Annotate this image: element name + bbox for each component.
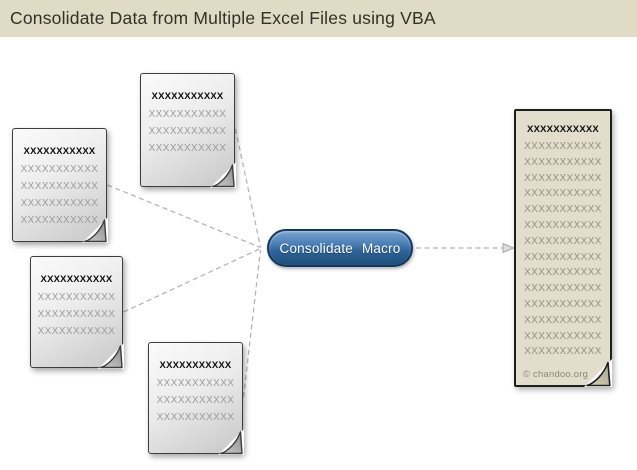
file-row: XXXXXXXXXXX <box>148 126 227 137</box>
page-title: Consolidate Data from Multiple Excel Fil… <box>10 8 436 28</box>
consolidate-macro-button[interactable]: Consolidate Macro <box>267 229 413 267</box>
folded-corner-icon <box>584 359 612 387</box>
file-row: XXXXXXXXXXX <box>20 181 99 192</box>
arrowhead-icon <box>502 242 515 254</box>
file-row: XXXXXXXXXXX <box>524 283 602 295</box>
file-row: XXXXXXXXXXX <box>524 172 602 184</box>
file-title: XXXXXXXXXXX <box>151 91 224 102</box>
file-row: XXXXXXXXXXX <box>37 292 116 303</box>
file-row: XXXXXXXXXXX <box>156 412 235 423</box>
source-file-1: XXXXXXXXXXX XXXXXXXXXXX XXXXXXXXXXX XXXX… <box>140 73 236 188</box>
file-row: XXXXXXXXXXX <box>156 378 235 389</box>
file-title: XXXXXXXXXXX <box>159 360 232 371</box>
file-row: XXXXXXXXXXX <box>524 204 602 216</box>
source-file-3: XXXXXXXXXXX XXXXXXXXXXX XXXXXXXXXXX XXXX… <box>30 256 124 369</box>
file-row: XXXXXXXXXXX <box>524 267 602 279</box>
file-row: XXXXXXXXXXX <box>524 330 602 342</box>
folded-corner-icon <box>82 217 108 243</box>
file-title: XXXXXXXXXXX <box>40 274 113 285</box>
title-bar: Consolidate Data from Multiple Excel Fil… <box>0 0 637 37</box>
chandoo-credit: © chandoo.org <box>523 369 589 380</box>
file-row: XXXXXXXXXXX <box>524 188 602 200</box>
file-row: XXXXXXXXXXX <box>148 109 227 120</box>
file-row: XXXXXXXXXXX <box>524 141 602 152</box>
file-title: XXXXXXXXXXX <box>23 146 96 157</box>
file-row: XXXXXXXXXXX <box>156 395 235 406</box>
connector-file3-to-macro <box>123 247 261 313</box>
file-row: XXXXXXXXXXX <box>20 215 99 226</box>
output-file: XXXXXXXXXXX XXXXXXXXXXX XXXXXXXXXXX XXXX… <box>514 109 612 387</box>
file-row: XXXXXXXXXXX <box>20 164 99 175</box>
file-row: XXXXXXXXXXX <box>37 326 116 337</box>
file-row: XXXXXXXXXXX <box>524 235 602 247</box>
file-row: XXXXXXXXXXX <box>524 314 602 326</box>
source-file-4: XXXXXXXXXXX XXXXXXXXXXX XXXXXXXXXXX XXXX… <box>148 342 244 455</box>
source-file-2: XXXXXXXXXXX XXXXXXXXXXX XXXXXXXXXXX XXXX… <box>12 128 108 243</box>
folded-corner-icon <box>210 162 236 188</box>
file-row: XXXXXXXXXXX <box>148 143 227 154</box>
file-row: XXXXXXXXXXX <box>524 346 602 358</box>
connector-file4-to-macro <box>242 249 262 398</box>
consolidate-macro-label: Consolidate Macro <box>279 240 401 256</box>
file-row: XXXXXXXXXXX <box>524 156 602 168</box>
file-row: XXXXXXXXXXX <box>524 219 602 231</box>
file-row: XXXXXXXXXXX <box>20 198 99 209</box>
file-row: XXXXXXXXXXX <box>524 298 602 310</box>
file-title: XXXXXXXXXXX <box>527 124 599 135</box>
file-row: XXXXXXXXXXX <box>37 309 116 320</box>
file-row: XXXXXXXXXXX <box>524 251 602 263</box>
connector-file2-to-macro <box>107 184 261 249</box>
connector-file1-to-macro <box>234 128 262 248</box>
folded-corner-icon <box>98 343 124 369</box>
folded-corner-icon <box>218 429 244 455</box>
